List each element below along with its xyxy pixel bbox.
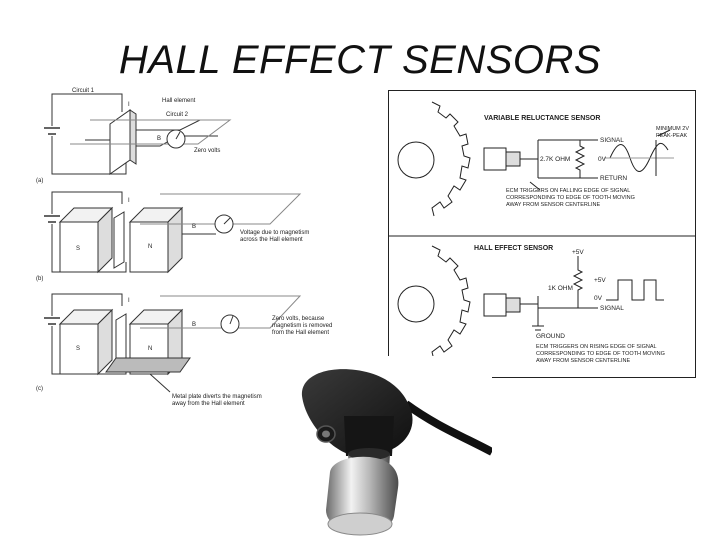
vr-signal-label: SIGNAL (600, 137, 624, 144)
label-hall-element: Hall element (162, 98, 196, 104)
vr-zero-v-label: 0V (598, 156, 607, 163)
hall-sensor-title: HALL EFFECT SENSOR (474, 245, 553, 252)
note-c-line1: Zero volts, because (272, 316, 325, 322)
note-b-line1: Voltage due to magnetism (240, 230, 309, 236)
vr-note-line2: CORRESPONDING TO EDGE OF TOOTH MOVING (506, 195, 635, 201)
vr-min-2v-line1: MINIMUM 2V (656, 126, 689, 132)
page-title: HALL EFFECT SENSORS (118, 38, 602, 82)
label-zero-volts: Zero volts (194, 148, 220, 154)
hall-ground-label: GROUND (536, 333, 565, 340)
vr-note-line1: ECM TRIGGERS ON FALLING EDGE OF SIGNAL (506, 188, 630, 194)
note-c-line3: from the Hall element (272, 330, 329, 336)
vr-return-label: RETURN (600, 175, 627, 182)
tag-c: (c) (36, 386, 43, 392)
label-n-c: N (148, 346, 152, 352)
hall-zero-v-label: 0V (594, 295, 603, 302)
note-b-line2: across the Hall element (240, 237, 303, 243)
label-s-c: S (76, 346, 80, 352)
hall-note-line3: AWAY FROM SENSOR CENTERLINE (536, 358, 630, 364)
label-b-c: B (192, 322, 196, 328)
label-i-b: I (128, 198, 130, 204)
hall-principle-diagram: Circuit 1 I Hall element Circuit 2 B Zer… (36, 88, 332, 407)
label-circuit-1: Circuit 1 (72, 88, 95, 94)
sensor-schematic: VARIABLE RELUCTANCE SENSOR SIGNAL 2.7K O… (388, 90, 696, 378)
label-n-b: N (148, 244, 152, 250)
reluctor-wheel-top (397, 101, 471, 217)
label-i-a: I (128, 102, 130, 108)
label-b-a: B (157, 136, 161, 142)
sensor-photo (296, 356, 492, 540)
label-i-c: I (128, 298, 130, 304)
diagram-b (44, 191, 302, 274)
diagram-c (44, 293, 302, 393)
hall-signal-label: SIGNAL (600, 305, 624, 312)
hall-plus5v-label: +5V (572, 249, 584, 256)
note-plate-line2: away from the Hall element (172, 401, 245, 407)
hall-note-line2: CORRESPONDING TO EDGE OF TOOTH MOVING (536, 351, 665, 357)
hall-plus5v-b-label: +5V (594, 277, 606, 284)
label-b-b: B (192, 224, 196, 230)
tag-b: (b) (36, 276, 43, 282)
reluctor-wheel-bottom (397, 245, 471, 361)
tag-a: (a) (36, 178, 43, 184)
label-circuit-2: Circuit 2 (166, 112, 189, 118)
vr-ohm-label: 2.7K OHM (540, 156, 570, 163)
diagram-a (44, 93, 232, 175)
label-s-b: S (76, 246, 80, 252)
note-c-line2: magnetism is removed (272, 323, 332, 329)
vr-note-line3: AWAY FROM SENSOR CENTERLINE (506, 202, 600, 208)
hall-note-line1: ECM TRIGGERS ON RISING EDGE OF SIGNAL (536, 344, 657, 350)
vr-min-2v-line2: PEAK-PEAK (656, 133, 688, 139)
vr-sensor-title: VARIABLE RELUCTANCE SENSOR (484, 115, 600, 122)
hall-ohm-label: 1K OHM (548, 285, 573, 292)
note-plate-line1: Metal plate diverts the magnetism (172, 394, 262, 400)
